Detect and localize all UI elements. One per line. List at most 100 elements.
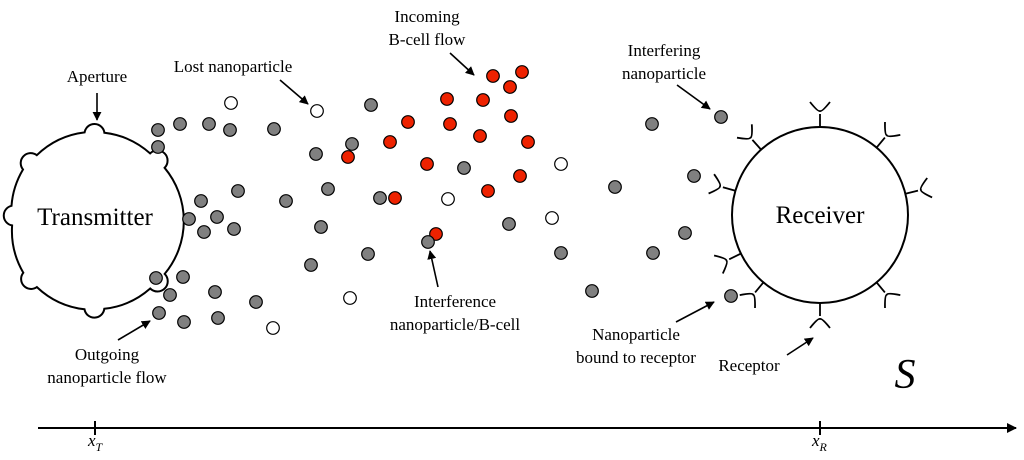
nanoparticle-47 (554, 246, 568, 260)
nanoparticle-2 (173, 117, 187, 131)
labels: Aperture Lost nanoparticle Incoming B-ce… (47, 7, 915, 398)
transmitter: Transmitter (2, 123, 185, 319)
receptor-arrow (786, 337, 814, 356)
nanoparticle-20 (227, 222, 241, 236)
nanoparticle-11 (345, 137, 359, 151)
nanoparticle-44 (421, 235, 435, 249)
bcell-36 (521, 135, 535, 149)
nanoparticle-50 (585, 284, 599, 298)
nanoparticle-58 (163, 288, 177, 302)
bcell-40 (481, 184, 495, 198)
nanoparticle-52 (687, 169, 701, 183)
bound-nanoparticle-label-line2: bound to receptor (576, 348, 696, 367)
nanoparticle-13 (321, 182, 335, 196)
nanoparticle-53 (678, 226, 692, 240)
nanoparticle-15 (231, 184, 245, 198)
lost-nanoparticle-41 (441, 192, 455, 206)
receiver: Receiver (708, 101, 933, 329)
nanoparticle-59 (152, 306, 166, 320)
lost-nanoparticle-46 (545, 211, 559, 225)
nanoparticle-54 (714, 110, 728, 124)
receptor-3 (905, 177, 933, 199)
interference-label-line1: Interference (414, 292, 496, 311)
nanoparticle-21 (314, 220, 328, 234)
nanoparticle-9 (364, 98, 378, 112)
bound-nanoparticle-label-line1: Nanoparticle (592, 325, 680, 344)
nanoparticle-57 (176, 270, 190, 284)
nanoparticle-5 (151, 140, 165, 154)
lost-nanoparticle-45 (554, 157, 568, 171)
nanoparticle-14 (279, 194, 293, 208)
lost-nanoparticle-8 (310, 104, 324, 118)
interfering-nanoparticle-label-line1: Interfering (628, 41, 701, 60)
receptor-1 (809, 101, 831, 127)
bcell-26 (383, 135, 397, 149)
lost-nanoparticle-65 (343, 291, 357, 305)
axis-label-xr: xR (811, 431, 828, 454)
nanoparticle-10 (309, 147, 323, 161)
transmitter-label: Transmitter (37, 204, 153, 231)
outgoing-flow-arrow (117, 320, 151, 341)
nanoparticle-38 (457, 161, 471, 175)
bcell-32 (503, 80, 517, 94)
bcell-31 (476, 93, 490, 107)
receptor-4 (875, 281, 901, 309)
nanoparticle-61 (208, 285, 222, 299)
receptor-5 (809, 303, 831, 329)
bcell-12 (341, 150, 355, 164)
position-axis: xT xR (38, 421, 1017, 454)
receiver-label: Receiver (776, 202, 866, 229)
receptor-8 (708, 173, 736, 195)
receptors (708, 101, 933, 329)
pointer-arrows (92, 52, 814, 356)
lost-nanoparticle-6 (224, 96, 238, 110)
incoming-bcell-arrow (449, 52, 475, 76)
nanoparticle-62 (211, 311, 225, 325)
nanoparticle-55 (724, 289, 738, 303)
nanoparticle-1 (151, 123, 165, 137)
lost-nanoparticle-arrow (279, 79, 309, 105)
lost-nanoparticle-64 (266, 321, 280, 335)
nanoparticle-22 (304, 258, 318, 272)
nanoparticle-63 (249, 295, 263, 309)
interfering-nanoparticle-label-line2: nanoparticle (622, 64, 706, 83)
nanoparticle-18 (210, 210, 224, 224)
bcell-37 (420, 157, 434, 171)
receptor-9 (736, 124, 762, 151)
bcell-33 (443, 117, 457, 131)
bcell-29 (486, 69, 500, 83)
receptor-2 (875, 121, 901, 149)
lost-nanoparticle-label: Lost nanoparticle (174, 57, 293, 76)
nanoparticle-4 (223, 123, 237, 137)
bcell-25 (388, 191, 402, 205)
nanoparticle-17 (182, 212, 196, 226)
bcell-27 (401, 115, 415, 129)
nanoparticle-3 (202, 117, 216, 131)
bcell-39 (513, 169, 527, 183)
incoming-bcell-label-line1: Incoming (394, 7, 460, 26)
receptor-label: Receptor (718, 356, 780, 375)
nanoparticle-23 (361, 247, 375, 261)
nanoparticle-19 (197, 225, 211, 239)
bcell-30 (515, 65, 529, 79)
axis-label-xt: xT (87, 431, 104, 454)
incoming-bcell-label-line2: B-cell flow (389, 30, 467, 49)
nanoparticle-24 (373, 191, 387, 205)
bcell-35 (504, 109, 518, 123)
outgoing-flow-label-line1: Outgoing (75, 345, 140, 364)
nanoparticle-51 (645, 117, 659, 131)
nanoparticle-48 (608, 180, 622, 194)
nanoparticle-16 (194, 194, 208, 208)
space-symbol: S (895, 352, 916, 398)
particles (149, 65, 738, 335)
bcell-34 (473, 129, 487, 143)
interference-label-line2: nanoparticle/B-cell (390, 315, 521, 334)
nanoparticle-56 (149, 271, 163, 285)
nanoparticle-42 (502, 217, 516, 231)
nanoparticle-60 (177, 315, 191, 329)
bound-nanoparticle-arrow (675, 301, 715, 323)
receptor-6 (739, 281, 765, 309)
bcell-28 (440, 92, 454, 106)
receptor-7 (713, 252, 742, 274)
